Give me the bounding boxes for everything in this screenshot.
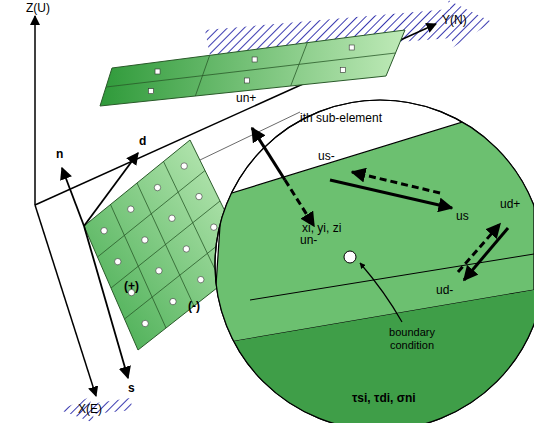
displacement-arrow (330, 180, 452, 208)
grid-point (169, 215, 175, 221)
displacement-label: us- (318, 150, 335, 164)
coordinate-label: xi, yi, zi (302, 222, 341, 236)
plate-face (100, 30, 405, 106)
displacement-label: un- (300, 234, 317, 248)
grid-line (98, 171, 206, 258)
grid-point (340, 67, 345, 72)
grid-point (211, 224, 217, 230)
grid-point (101, 228, 107, 234)
grid-point (115, 258, 121, 264)
displacement-label: us (456, 210, 469, 224)
displacement-arrow (252, 128, 285, 180)
displacement-arrow (285, 180, 314, 226)
grid-point (349, 45, 354, 50)
axis-label: s (128, 382, 135, 396)
n-axis (62, 168, 84, 226)
callout-label: ith sub-element (300, 112, 382, 126)
grid-point (154, 184, 160, 190)
grid-line (111, 201, 220, 288)
grid-point (148, 89, 153, 94)
collocation-point (344, 251, 356, 263)
upper-fault-plane (100, 30, 405, 106)
displacement-arrow (352, 172, 440, 193)
displacement-label: ud+ (500, 198, 520, 212)
axis-label: X(E) (78, 403, 102, 417)
grid-point (142, 320, 148, 326)
displacement-arrow (458, 224, 500, 272)
displacement-arrow (464, 228, 508, 280)
element-edge (250, 254, 534, 300)
grid-point (196, 193, 202, 199)
z-axis (34, 16, 36, 205)
side-label: (-) (188, 300, 200, 314)
grid-point (244, 78, 249, 83)
displacement-label: un+ (236, 92, 256, 106)
grid-point (155, 69, 160, 74)
grid-line (106, 53, 396, 87)
neighbor-element (212, 290, 534, 423)
grid-point (181, 163, 187, 169)
axis-label: d (139, 135, 146, 149)
leader-line (360, 263, 402, 322)
boundary-label: boundary condition (372, 326, 452, 351)
grid-point (183, 246, 189, 252)
grid-point (198, 276, 204, 282)
displacement-label: ud- (436, 284, 453, 298)
grid-point (252, 57, 257, 62)
axis-label: Y(N) (442, 14, 467, 28)
axis-label: Z(U) (26, 2, 50, 16)
side-label: (+) (124, 280, 139, 294)
grid-point (156, 268, 162, 274)
grid-point (128, 206, 134, 212)
axis-label: n (56, 148, 63, 162)
grid-point (142, 237, 148, 243)
slip-arrow (60, 396, 133, 423)
stress-label: τsi, τdi, σni (352, 392, 416, 406)
grid-point (170, 298, 176, 304)
d-axis (84, 153, 138, 226)
s-axis (84, 226, 128, 378)
